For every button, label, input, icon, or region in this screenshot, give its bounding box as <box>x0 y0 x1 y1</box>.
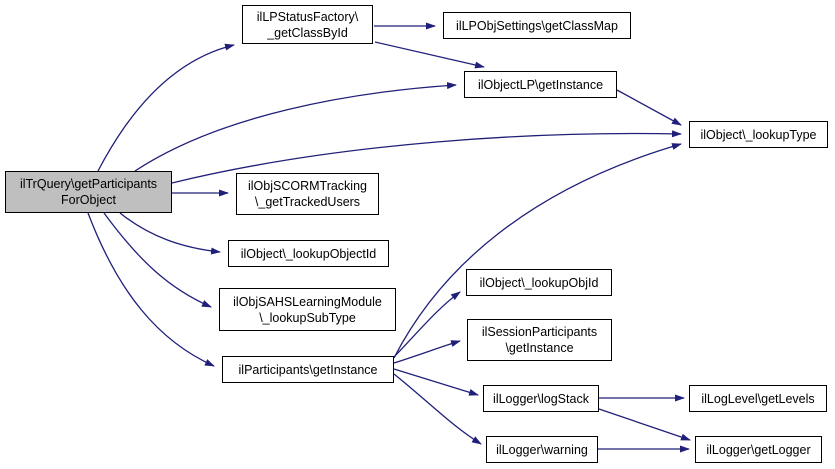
node-ilobject-lookupobjectid[interactable]: ilObject\_lookupObjectId <box>228 240 389 267</box>
node-iltrquery-getparticipantsforobject[interactable]: ilTrQuery\getParticipants ForObject <box>5 171 172 213</box>
edge-main-to-objectlp-getinstance <box>134 82 457 172</box>
edge-main-to-getclassbyid <box>97 43 235 172</box>
edge-main-to-lookupobjectid <box>119 212 221 255</box>
node-ilobjectlp-getinstance[interactable]: ilObjectLP\getInstance <box>464 71 617 98</box>
edge-participants-to-logstack <box>393 368 479 396</box>
node-illpobjsettings-getclassmap[interactable]: ilLPObjSettings\getClassMap <box>443 12 631 39</box>
edge-main-to-lookuptype <box>171 130 682 184</box>
edge-main-to-participants-getinstance <box>87 212 215 367</box>
edge-getclassbyid-to-objectlp-getinstance <box>374 41 485 69</box>
node-ilobjscormtracking-gettrackedusers[interactable]: ilObjSCORMTracking \_getTrackedUsers <box>236 173 379 215</box>
edge-participants-to-lookuptype <box>393 143 682 359</box>
node-ilobjsahslearningmodule-lookupsubtype[interactable]: ilObjSAHSLearningModule \_lookupSubType <box>219 288 396 331</box>
node-illoglevel-getlevels[interactable]: ilLogLevel\getLevels <box>689 385 827 412</box>
node-ilobject-lookupobjid[interactable]: ilObject\_lookupObjId <box>466 269 612 296</box>
edge-objectlp-getinstance-to-lookuptype <box>616 89 682 126</box>
edge-logstack-to-getlogger <box>598 408 691 441</box>
edge-participants-to-lookupobjid <box>393 291 461 358</box>
node-illpstatusfactory-getclassbyid[interactable]: ilLPStatusFactory\ _getClassById <box>242 5 373 44</box>
node-illogger-logstack[interactable]: ilLogger\logStack <box>483 385 599 412</box>
edge-participants-to-warning <box>393 373 482 445</box>
node-ilobject-lookuptype[interactable]: ilObject\_lookupType <box>689 121 828 148</box>
node-ilsessionparticipants-getinstance[interactable]: ilSessionParticipants \getInstance <box>467 319 612 361</box>
edge-participants-to-sessionparticipants <box>393 340 461 364</box>
node-illogger-warning[interactable]: ilLogger\warning <box>486 436 598 463</box>
node-ilparticipants-getinstance[interactable]: ilParticipants\getInstance <box>222 356 394 383</box>
edge-main-to-lookupsubtype <box>103 212 212 308</box>
node-illogger-getlogger[interactable]: ilLogger\getLogger <box>695 436 822 463</box>
